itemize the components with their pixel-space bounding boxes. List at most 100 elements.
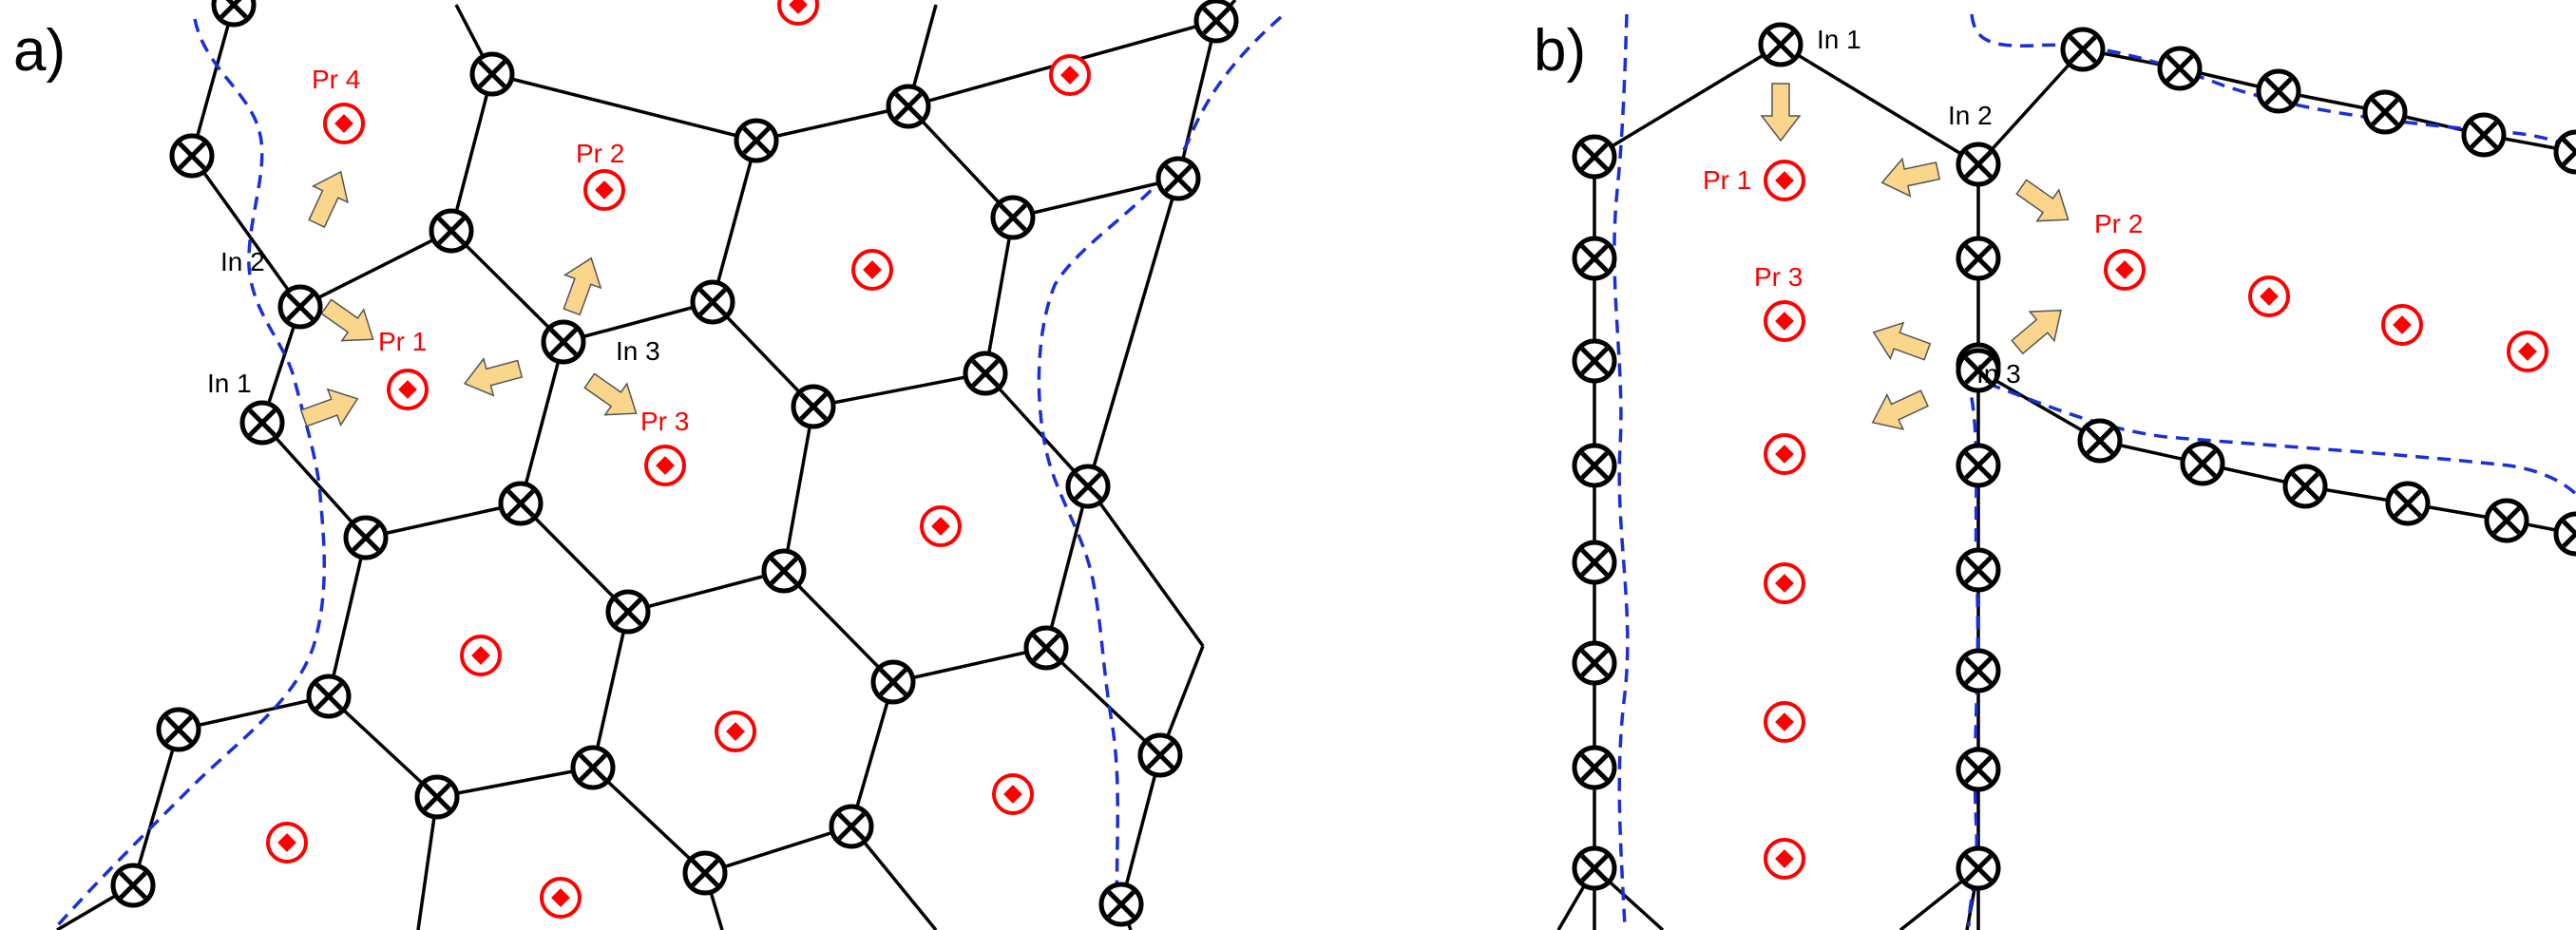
injector-well-icon — [1572, 640, 1617, 686]
injector-well-icon — [541, 319, 586, 365]
producer-well-icon — [2381, 304, 2423, 346]
injector-well-icon — [1155, 156, 1201, 201]
injector-well-icon — [1956, 547, 2001, 593]
label-pr2-b: Pr 2 — [2094, 209, 2144, 238]
connection-line — [299, 229, 452, 309]
connection-line — [1044, 485, 1090, 649]
injector-well-icon — [690, 279, 735, 325]
label-pr1-a: Pr 1 — [378, 327, 428, 356]
producer-well-icon — [920, 505, 962, 547]
connection-line — [1086, 484, 1205, 648]
injector-well-icon — [791, 384, 836, 429]
injector-well-icon — [2461, 112, 2507, 158]
label-pr3-b: Pr 3 — [1754, 262, 1803, 292]
connection-line — [1176, 20, 1218, 180]
line-drive-pattern-diagram — [1556, 13, 2576, 930]
connection-line — [1976, 47, 2085, 166]
injector-well-icon — [2256, 68, 2301, 114]
injector-well-icon — [1572, 745, 1617, 790]
connection-line — [983, 371, 1090, 488]
injector-well-icon — [1956, 845, 2001, 891]
producer-well-icon — [460, 635, 502, 676]
injector-well-icon — [1098, 882, 1144, 927]
connection-line — [449, 73, 494, 232]
label-in2-b: In 2 — [1948, 101, 1993, 130]
panel-letter-b: b) — [1534, 18, 1587, 84]
injector-well-icon — [277, 284, 323, 330]
label-pr4-a: Pr 4 — [312, 65, 361, 94]
injector-well-icon — [2157, 46, 2203, 91]
injector-well-icon — [306, 674, 352, 719]
connection-line — [782, 406, 815, 572]
connection-line — [449, 229, 565, 344]
producer-well-icon — [540, 877, 582, 919]
flow-arrow-icon — [583, 372, 638, 416]
injector-well-icon — [498, 481, 544, 526]
connection-line — [519, 502, 630, 614]
panel-letter-a: a) — [13, 18, 67, 84]
injector-well-icon — [1758, 22, 1803, 67]
injector-well-icon — [239, 400, 285, 446]
flow-arrow-icon — [299, 388, 359, 427]
producer-well-icon — [1764, 160, 1805, 201]
injector-well-icon — [1023, 625, 1069, 671]
injector-well-icon — [1193, 0, 1239, 44]
connection-line — [563, 300, 714, 344]
label-in2-a: In 2 — [220, 247, 265, 276]
connection-line — [1086, 178, 1180, 487]
injector-well-icon — [870, 659, 916, 705]
injector-well-icon — [1956, 443, 2001, 488]
producer-well-icon — [851, 249, 893, 291]
connection-line — [1044, 646, 1162, 757]
connection-line — [1977, 369, 2101, 443]
injector-well-icon — [1572, 134, 1617, 180]
connection-line — [1593, 43, 1782, 159]
flow-arrow-icon — [563, 256, 602, 316]
producer-well-icon — [583, 169, 625, 211]
connection-line — [704, 825, 852, 875]
connection-line — [491, 72, 757, 142]
injector-well-icon — [829, 804, 874, 849]
injector-well-icon — [570, 745, 616, 790]
injector-well-icon — [734, 118, 779, 163]
producer-well-icon — [1049, 54, 1091, 96]
injector-well-icon — [110, 863, 156, 908]
producer-well-icon — [644, 445, 686, 486]
injector-well-icon — [156, 707, 201, 752]
producer-well-icon — [266, 822, 308, 864]
label-in1-b: In 1 — [1817, 25, 1861, 54]
injector-well-icon — [2077, 418, 2123, 464]
connection-line — [190, 154, 302, 309]
injector-well-icon — [990, 195, 1036, 240]
injector-well-icon — [2553, 129, 2576, 175]
flow-arrow-icon — [320, 298, 374, 342]
injector-well-icon — [429, 208, 474, 254]
producer-well-icon — [387, 369, 429, 410]
injector-well-icon — [169, 133, 215, 179]
label-in3-a: In 3 — [616, 336, 660, 366]
connection-line — [436, 766, 594, 799]
injector-well-icon — [886, 84, 931, 129]
injector-well-icon — [343, 515, 389, 560]
label-pr3-a: Pr 3 — [640, 407, 690, 436]
flow-arrow-icon — [1871, 389, 1929, 430]
connection-line — [906, 104, 1015, 219]
flood-front-dashed-line — [1966, 374, 2576, 496]
label-in3-b: In 3 — [1976, 359, 2021, 389]
connection-line — [983, 217, 1015, 374]
connection-line — [627, 569, 785, 614]
label-pr2-a: Pr 2 — [576, 139, 625, 168]
label-in1-a: In 1 — [207, 369, 252, 398]
connection-line — [591, 611, 630, 769]
injector-well-icon — [2282, 464, 2328, 509]
hexagonal-pattern-diagram — [55, 0, 1283, 930]
producer-well-icon — [1764, 701, 1805, 743]
injector-well-icon — [1572, 236, 1617, 281]
panel-b: b) In 1 In 2 Pr 1 Pr 2 Pr 3 In 3 — [1501, 0, 2576, 930]
injector-well-icon — [1956, 236, 2001, 281]
injector-well-icon — [2484, 498, 2529, 543]
injector-well-icon — [2553, 511, 2576, 557]
connection-line — [849, 681, 895, 827]
injector-well-icon — [963, 351, 1008, 396]
connection-line — [260, 421, 368, 540]
